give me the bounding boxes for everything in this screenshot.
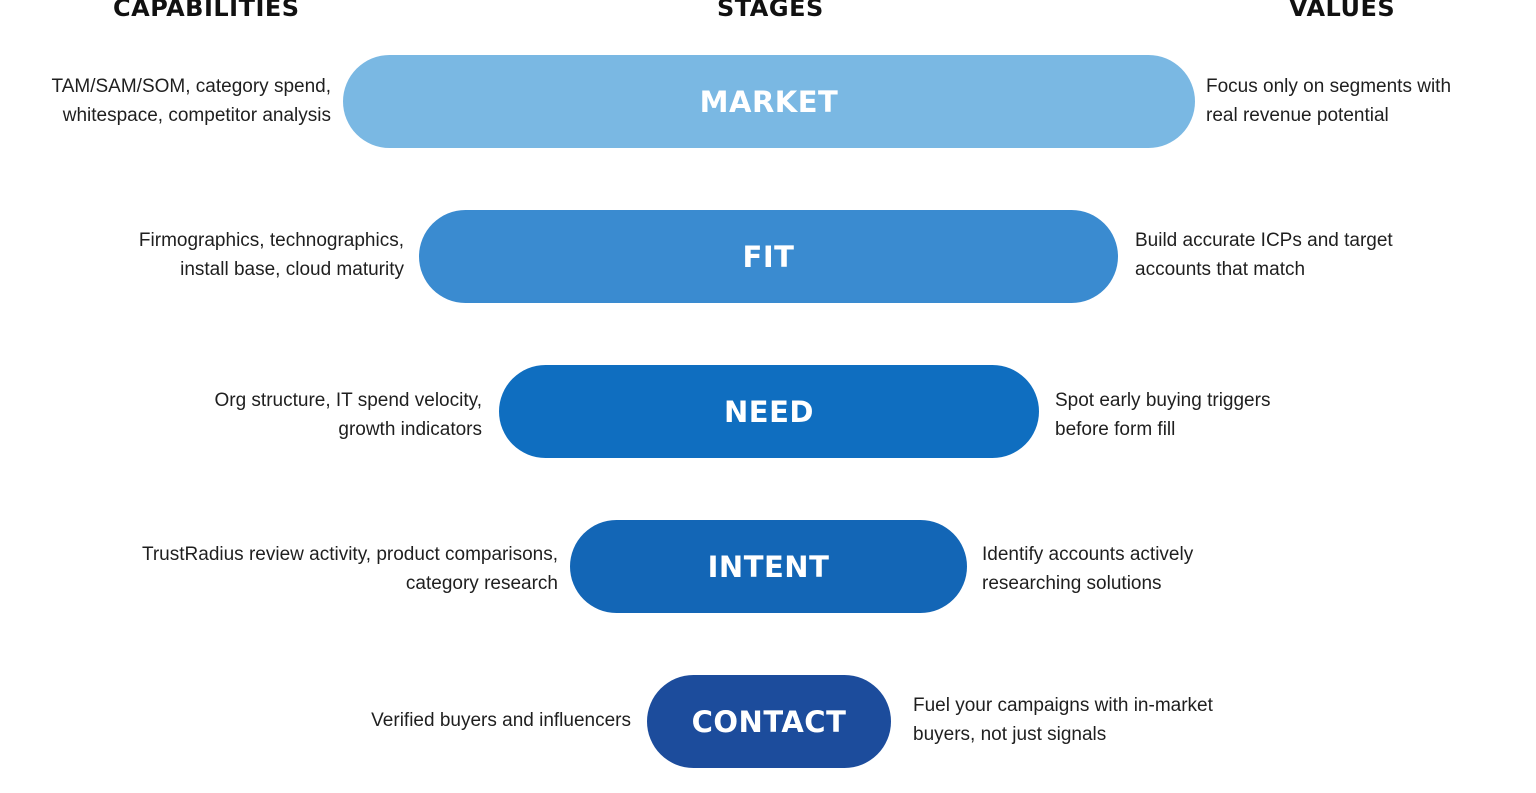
market-capabilities: TAM/SAM/SOM, category spend, whitespace,… [52,72,331,130]
contact-value: Fuel your campaigns with in-market buyer… [913,691,1213,749]
stage-need: NEED [499,365,1039,458]
intent-capabilities: TrustRadius review activity, product com… [142,540,558,598]
market-value: Focus only on segments with real revenue… [1206,72,1451,130]
stage-intent: INTENT [570,520,967,613]
stage-contact: CONTACT [647,675,891,768]
fit-value-line-1: Build accurate ICPs and target [1135,230,1393,251]
need-capabilities-line-1: Org structure, IT spend velocity, [214,390,482,411]
market-value-line-2: real revenue potential [1206,105,1389,126]
intent-capabilities-line-2: category research [405,573,558,594]
intent-capabilities-line-1: TrustRadius review activity, product com… [141,544,558,565]
fit-value: Build accurate ICPs and target accounts … [1135,226,1393,284]
need-value-line-2: before form fill [1055,419,1176,440]
contact-value-line-1: Fuel your campaigns with in-market [913,695,1213,716]
stage-contact-label: CONTACT [691,704,847,739]
stage-fit: FIT [419,210,1118,303]
contact-capabilities-line-1: Verified buyers and influencers [371,710,631,731]
fit-capabilities-line-2: install base, cloud maturity [180,259,404,280]
stage-intent-label: INTENT [707,549,830,584]
contact-value-line-2: buyers, not just signals [913,724,1107,745]
fit-value-line-2: accounts that match [1135,259,1306,280]
stage-fit-label: FIT [742,239,795,274]
intent-value-line-2: researching solutions [982,573,1162,594]
need-value: Spot early buying triggers before form f… [1055,386,1270,444]
market-capabilities-line-2: whitespace, competitor analysis [62,105,331,126]
fit-capabilities-line-1: Firmographics, technographics, [138,230,404,251]
market-value-line-1: Focus only on segments with [1206,76,1452,97]
need-value-line-1: Spot early buying triggers [1055,390,1271,411]
stage-market: MARKET [343,55,1195,148]
need-capabilities-line-2: growth indicators [338,419,482,440]
stage-market-label: MARKET [699,84,839,119]
need-capabilities: Org structure, IT spend velocity, growth… [214,386,482,444]
stage-need-label: NEED [724,394,814,429]
values-header: VALUES [1289,0,1396,22]
intent-value-line-1: Identify accounts actively [982,544,1194,565]
contact-capabilities: Verified buyers and influencers [371,706,631,735]
capabilities-header: CAPABILITIES [113,0,300,22]
market-capabilities-line-1: TAM/SAM/SOM, category spend, [51,76,331,97]
fit-capabilities: Firmographics, technographics, install b… [139,226,404,284]
stages-header: STAGES [717,0,824,22]
intent-value: Identify accounts actively researching s… [982,540,1193,598]
